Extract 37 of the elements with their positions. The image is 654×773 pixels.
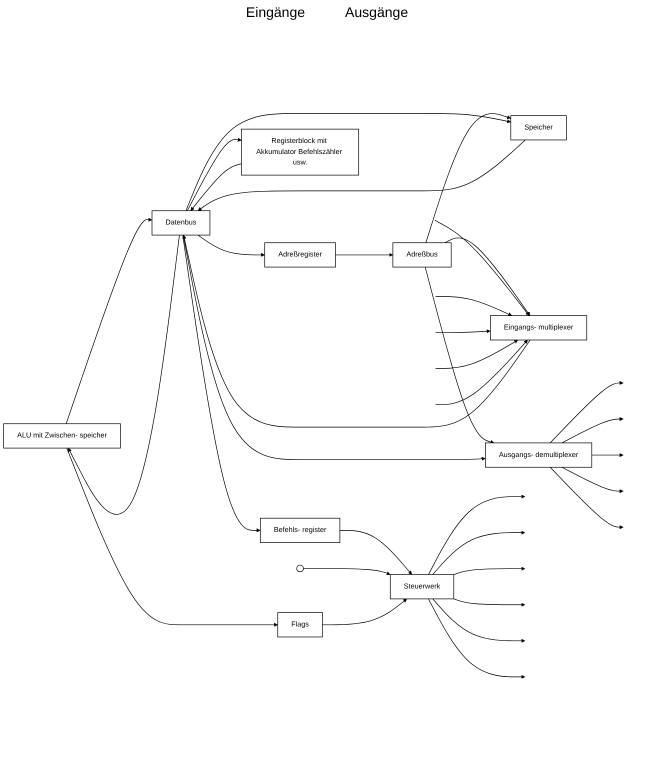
- arrow: [190, 164, 242, 211]
- arrow: [550, 380, 624, 444]
- arrow: [187, 138, 242, 212]
- arrow: [562, 466, 624, 494]
- arrow: [432, 530, 526, 575]
- arrow: [550, 466, 624, 530]
- arrow: [68, 234, 180, 515]
- arrow: [428, 494, 526, 575]
- arrow: [66, 448, 278, 627]
- clock-circle: [296, 564, 304, 572]
- arrow: [435, 340, 528, 405]
- arrow: [182, 234, 486, 461]
- arrow: [182, 234, 530, 428]
- side-label: Eingänge: [246, 4, 306, 20]
- arrow: [432, 598, 526, 643]
- arrow: [435, 340, 518, 369]
- arrow: [198, 234, 265, 257]
- arrow: [434, 220, 530, 316]
- arrow: [453, 566, 526, 575]
- arrow: [322, 598, 408, 626]
- arrow: [335, 252, 394, 257]
- arrow: [66, 218, 152, 424]
- arrow: [562, 417, 624, 444]
- arrow: [340, 530, 412, 575]
- arrow: [426, 113, 511, 244]
- arrow: [428, 598, 526, 679]
- arrow: [444, 238, 530, 316]
- arrow: [435, 329, 491, 334]
- arrow: [591, 453, 624, 458]
- side-label: Ausgänge: [345, 4, 408, 20]
- arrow: [303, 568, 390, 576]
- arrow: [198, 140, 526, 211]
- arrow: [424, 266, 494, 444]
- arrow: [453, 598, 526, 607]
- arrow: [435, 296, 512, 316]
- arrow: [186, 113, 511, 212]
- arrow: [182, 234, 260, 532]
